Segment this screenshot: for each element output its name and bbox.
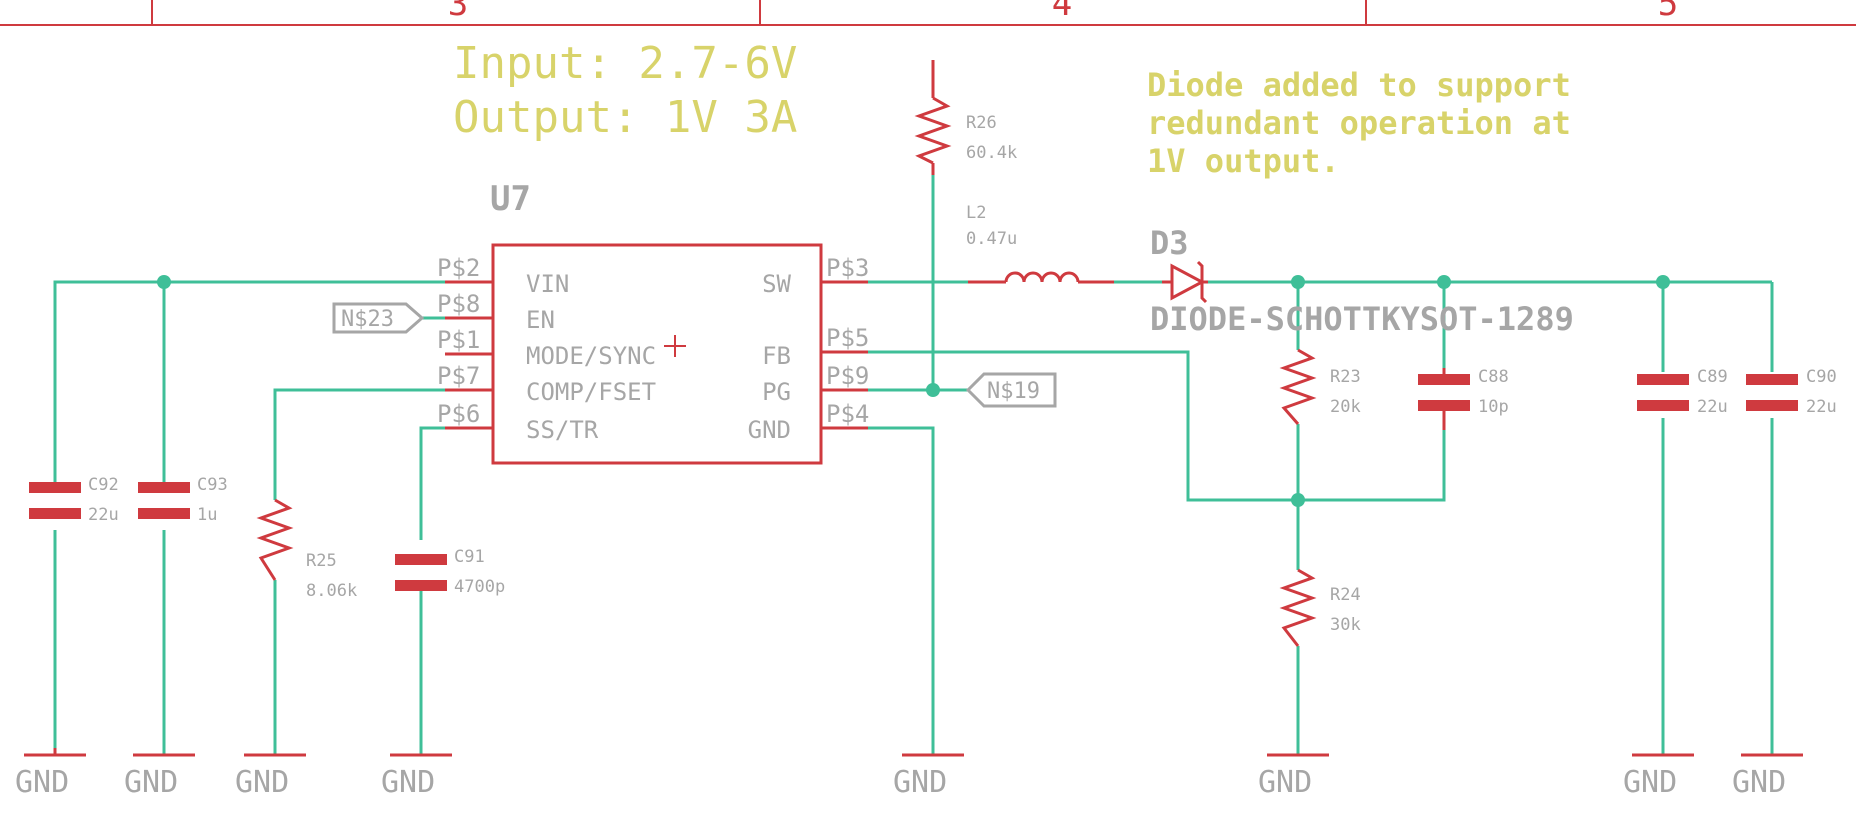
junction-dots [157, 275, 1670, 507]
r25-value: 8.06k [306, 581, 357, 601]
gnd-label: GND [381, 765, 435, 800]
c91-name: C91 [454, 547, 485, 567]
note-diode-line-1: Diode added to support [1147, 66, 1571, 104]
pin-func-sw: SW [762, 270, 791, 298]
net-label-n23[interactable]: N$23 [332, 302, 425, 334]
gnd-symbol: GND [1258, 753, 1329, 800]
frame-column-5: 5 [1658, 0, 1678, 24]
frame-column-4: 4 [1052, 0, 1072, 24]
gnd-label: GND [1623, 765, 1677, 800]
capacitor-c89[interactable]: C89 22u [1637, 367, 1728, 417]
pin-num-p7: P$7 [437, 362, 480, 390]
r23-value: 20k [1330, 397, 1361, 417]
gnd-label: GND [893, 765, 947, 800]
pin-func-pg: PG [762, 378, 791, 406]
capacitor-c92[interactable]: C92 22u [29, 475, 119, 525]
gnd-label: GND [15, 765, 69, 800]
l2-value: 0.47u [966, 229, 1017, 249]
pin-func-mode-sync: MODE/SYNC [526, 342, 656, 370]
frame-column-3: 3 [448, 0, 468, 24]
gnd-symbol: GND [124, 753, 195, 800]
sheet-frame: 3 4 5 [0, 0, 1856, 26]
c90-name: C90 [1806, 367, 1837, 387]
gnd-symbol: GND [15, 748, 86, 800]
note-diode-line-2: redundant operation at [1147, 104, 1571, 142]
net-label-n19[interactable]: N$19 [965, 372, 1057, 408]
net-label-n23-text: N$23 [341, 307, 394, 332]
l2-name: L2 [966, 203, 986, 223]
note-output: Output: 1V 3A [453, 92, 797, 143]
c89-name: C89 [1697, 367, 1728, 387]
wires [53, 175, 1774, 755]
pin-func-gnd: GND [748, 416, 791, 444]
pin-num-p5: P$5 [826, 324, 869, 352]
c92-value: 22u [88, 505, 119, 525]
pin-num-p4: P$4 [826, 400, 869, 428]
pin-num-p3: P$3 [826, 254, 869, 282]
pin-func-en: EN [526, 306, 555, 334]
pin-num-p9: P$9 [826, 362, 869, 390]
c92-name: C92 [88, 475, 119, 495]
c93-value: 1u [197, 505, 217, 525]
gnd-label: GND [124, 765, 178, 800]
gnd-label: GND [1732, 765, 1786, 800]
pin-func-fb: FB [762, 342, 791, 370]
d3-name: D3 [1150, 224, 1189, 262]
resistor-r23[interactable]: R23 20k [1279, 348, 1361, 425]
pin-func-ss-tr: SS/TR [526, 416, 599, 444]
net-label-n19-text: N$19 [987, 379, 1040, 404]
resistor-r26[interactable]: R26 60.4k [914, 60, 1017, 175]
resistor-r24[interactable]: R24 30k [1279, 568, 1361, 647]
r23-name: R23 [1330, 367, 1361, 387]
pin-num-p1: P$1 [437, 326, 480, 354]
gnd-symbol: GND [893, 753, 964, 800]
gnd-symbol: GND [381, 753, 452, 800]
pin-func-vin: VIN [526, 270, 569, 298]
note-input: Input: 2.7-6V [453, 38, 797, 89]
c88-name: C88 [1478, 367, 1509, 387]
ic-u7[interactable]: U7 P$2 P$8 P$1 P$7 P$6 VIN EN MODE/SYNC … [437, 179, 869, 465]
c93-name: C93 [197, 475, 228, 495]
capacitor-c88[interactable]: C88 10p [1418, 367, 1509, 430]
gnd-symbol: GND [1623, 753, 1694, 800]
c88-value: 10p [1478, 397, 1509, 417]
ic-u7-name: U7 [490, 179, 531, 219]
note-diode-line-3: 1V output. [1147, 142, 1340, 180]
capacitor-c93[interactable]: C93 1u [138, 475, 228, 525]
resistor-r25[interactable]: R25 8.06k [256, 498, 357, 601]
c91-value: 4700p [454, 577, 505, 597]
gnd-label: GND [1258, 765, 1312, 800]
diode-d3[interactable]: D3 DIODE-SCHOTTKYSOT-1289 [1150, 224, 1574, 338]
pin-num-p2: P$2 [437, 254, 480, 282]
ground-symbols: GND GND GND GND GND GND GND GND [15, 748, 1803, 800]
pin-num-p6: P$6 [437, 400, 480, 428]
gnd-label: GND [235, 765, 289, 800]
gnd-symbol: GND [235, 753, 306, 800]
c90-value: 22u [1806, 397, 1837, 417]
r25-name: R25 [306, 551, 337, 571]
capacitor-c91[interactable]: C91 4700p [395, 547, 505, 597]
pin-num-p8: P$8 [437, 290, 480, 318]
r24-value: 30k [1330, 615, 1361, 635]
capacitor-c90[interactable]: C90 22u [1746, 367, 1837, 417]
r26-name: R26 [966, 113, 997, 133]
pin-func-comp-fset: COMP/FSET [526, 378, 656, 406]
r26-value: 60.4k [966, 143, 1017, 163]
r24-name: R24 [1330, 585, 1361, 605]
c89-value: 22u [1697, 397, 1728, 417]
gnd-symbol: GND [1732, 753, 1803, 800]
inductor-l2[interactable]: L2 0.47u [966, 203, 1114, 284]
d3-value: DIODE-SCHOTTKYSOT-1289 [1150, 300, 1574, 338]
